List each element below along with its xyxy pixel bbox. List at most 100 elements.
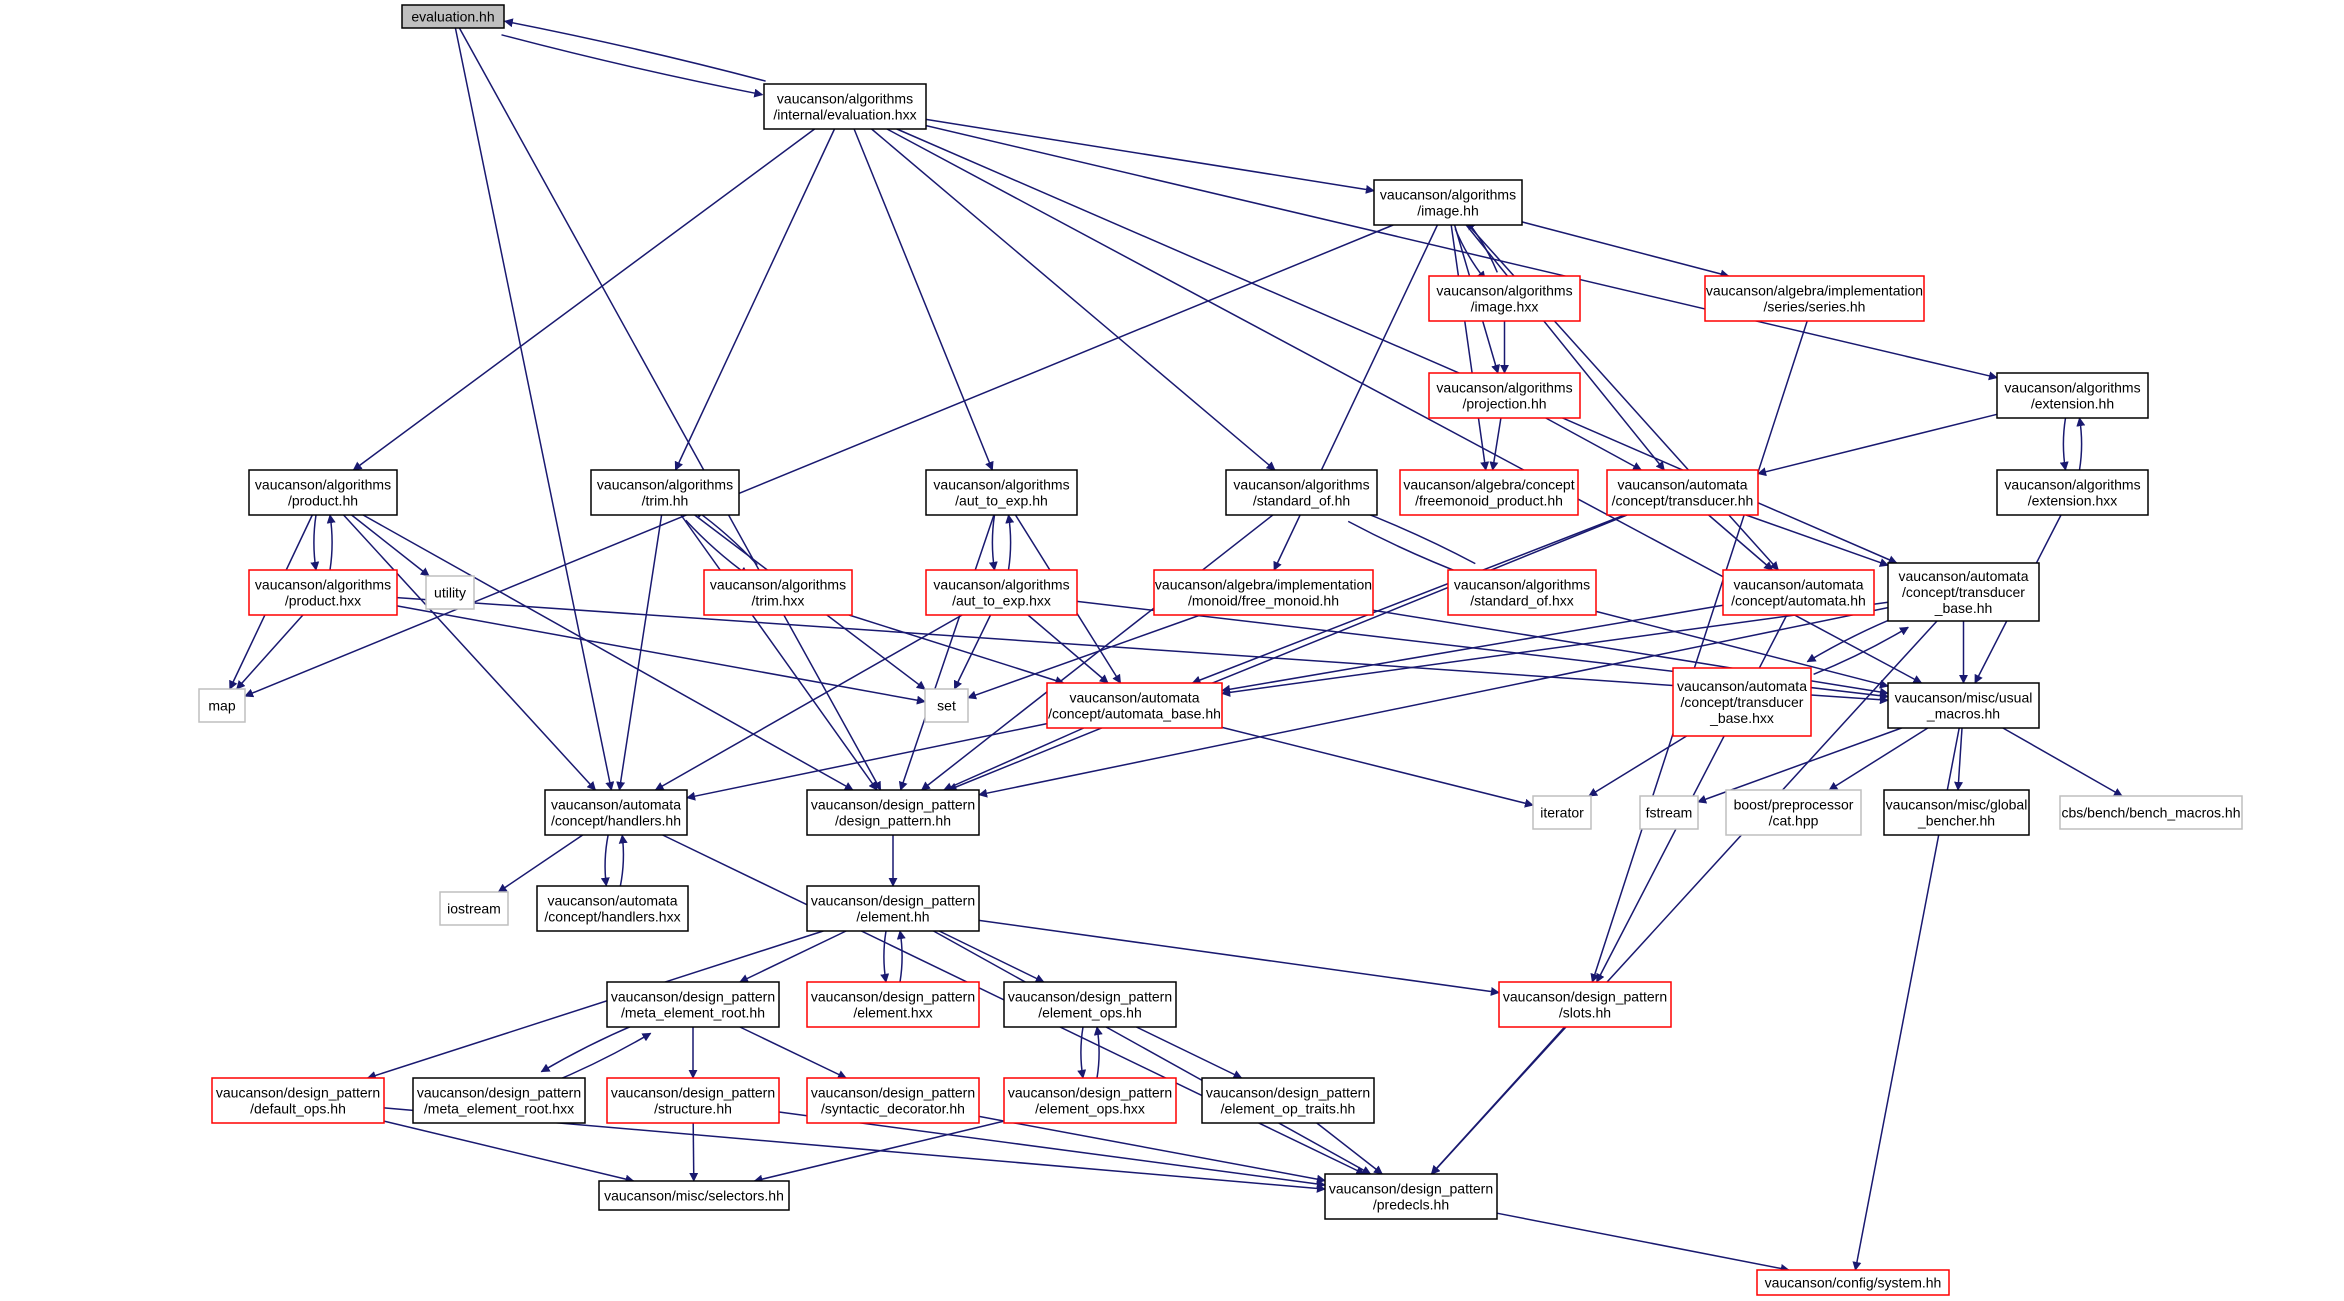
node-transducer-base-hxx[interactable]: vaucanson/automata/concept/transducer_ba… (1672, 667, 1812, 737)
node-handlers-hxx[interactable]: vaucanson/automata/concept/handlers.hxx (536, 885, 689, 932)
node-image-hh[interactable]: vaucanson/algorithms/image.hh (1373, 179, 1523, 226)
node-meta-element-root-hxx[interactable]: vaucanson/design_pattern/meta_element_ro… (412, 1077, 586, 1124)
node-label-line: vaucanson/algorithms (933, 577, 1069, 593)
node-aut-to-exp-hxx[interactable]: vaucanson/algorithms/aut_to_exp.hxx (925, 569, 1078, 616)
node-label-line: /concept/automata.hh (1731, 593, 1866, 609)
node-box (1887, 682, 2040, 729)
node-label-line: vaucanson/config/system.hh (1765, 1275, 1942, 1291)
node-box (703, 569, 853, 616)
node-bench-macros-hh: cbs/bench/bench_macros.hh (2059, 795, 2243, 830)
node-label-line: /slots.hh (1559, 1005, 1611, 1021)
edge-evaluation-hxx-to-extension-hh (925, 124, 1998, 381)
node-label-line: vaucanson/automata (548, 893, 678, 909)
edge-product-hxx-to-usual-macros-hh (396, 596, 1889, 705)
node-element-hh[interactable]: vaucanson/design_pattern/element.hh (806, 885, 980, 932)
node-element-op-traits-hh[interactable]: vaucanson/design_pattern/element_op_trai… (1201, 1077, 1375, 1124)
node-predecls-hh[interactable]: vaucanson/design_pattern/predecls.hh (1324, 1173, 1498, 1220)
node-label-line: vaucanson/design_pattern (811, 893, 975, 909)
node-box (1498, 981, 1672, 1028)
node-automata-hh[interactable]: vaucanson/automata/concept/automata.hh (1722, 569, 1875, 616)
node-default-ops-hh[interactable]: vaucanson/design_pattern/default_ops.hh (211, 1077, 385, 1124)
node-free-monoid-hh[interactable]: vaucanson/algebra/implementation/monoid/… (1153, 569, 1374, 616)
node-label-line: vaucanson/algebra/concept (1403, 477, 1574, 493)
edge-automata-hh-to-automata-base-hh (1221, 604, 1724, 694)
node-design-pattern-hh[interactable]: vaucanson/design_pattern/design_pattern.… (806, 789, 980, 836)
node-element-ops-hxx[interactable]: vaucanson/design_pattern/element_ops.hxx (1003, 1077, 1177, 1124)
node-label-line: /element_op_traits.hh (1221, 1101, 1356, 1117)
node-usual-macros-hh[interactable]: vaucanson/misc/usual_macros.hh (1887, 682, 2040, 729)
node-label-line: /concept/automata_base.hh (1048, 706, 1221, 722)
node-slots-hh[interactable]: vaucanson/design_pattern/slots.hh (1498, 981, 1672, 1028)
node-label-line: vaucanson/algorithms (1454, 577, 1590, 593)
node-meta-element-root-hh[interactable]: vaucanson/design_pattern/meta_element_ro… (606, 981, 780, 1028)
node-box (211, 1077, 385, 1124)
edge-evaluation-hxx-to-trim-hh (674, 128, 836, 471)
edge-image-hh-to-automata-hh (1467, 224, 1779, 571)
node-iterator: iterator (1532, 795, 1592, 830)
node-extension-hxx[interactable]: vaucanson/algorithms/extension.hxx (1996, 469, 2149, 516)
edge-image-hh-to-freemonoid-product-hh (1450, 224, 1490, 471)
node-label-line: _base.hxx (1709, 710, 1774, 726)
node-box (606, 1077, 780, 1124)
node-label-line: vaucanson/automata (1677, 678, 1807, 694)
edge-evaluation-hh-to-handlers-hh (454, 27, 615, 791)
node-label-line: _macros.hh (1926, 706, 2000, 722)
node-box (806, 885, 980, 932)
node-label-line: /meta_element_root.hxx (424, 1101, 574, 1117)
node-label-line: vaucanson/design_pattern (216, 1085, 380, 1101)
node-freemonoid-product-hh[interactable]: vaucanson/algebra/concept/freemonoid_pro… (1399, 469, 1579, 516)
node-box (544, 789, 688, 836)
node-extension-hh[interactable]: vaucanson/algorithms/extension.hh (1996, 372, 2149, 419)
node-element-hxx[interactable]: vaucanson/design_pattern/element.hxx (806, 981, 980, 1028)
node-label-line: /element.hh (856, 909, 929, 925)
node-series-hh[interactable]: vaucanson/algebra/implementation/series/… (1704, 275, 1925, 322)
edge-element-hxx-to-element-hh (896, 930, 906, 983)
edge-product-hh-to-utility (351, 514, 430, 577)
node-syntactic-decorator-hh[interactable]: vaucanson/design_pattern/syntactic_decor… (806, 1077, 980, 1124)
node-trim-hh[interactable]: vaucanson/algorithms/trim.hh (590, 469, 740, 516)
edge-evaluation-hxx-to-aut-to-exp-hh (853, 128, 994, 471)
node-selectors-hh[interactable]: vaucanson/misc/selectors.hh (598, 1180, 790, 1211)
node-label-line: vaucanson/automata (1070, 690, 1200, 706)
node-label-line: boost/preprocessor (1734, 797, 1854, 813)
node-image-hxx[interactable]: vaucanson/algorithms/image.hxx (1428, 275, 1581, 322)
node-label-line: /trim.hh (642, 493, 689, 509)
node-trim-hxx[interactable]: vaucanson/algorithms/trim.hxx (703, 569, 853, 616)
node-aut-to-exp-hh[interactable]: vaucanson/algorithms/aut_to_exp.hh (925, 469, 1078, 516)
node-automata-base-hh[interactable]: vaucanson/automata/concept/automata_base… (1046, 682, 1223, 729)
edge-handlers-hh-to-iostream (497, 834, 584, 893)
node-structure-hh[interactable]: vaucanson/design_pattern/structure.hh (606, 1077, 780, 1124)
node-system-hh[interactable]: vaucanson/config/system.hh (1756, 1269, 1950, 1296)
node-product-hxx[interactable]: vaucanson/algorithms/product.hxx (248, 569, 398, 616)
edge-meta-element-root-hh-to-syntactic-decorator-hh (739, 1026, 847, 1079)
node-evaluation-hxx[interactable]: vaucanson/algorithms/internal/evaluation… (763, 83, 927, 130)
node-label-line: evaluation.hh (411, 9, 494, 25)
node-box (1428, 372, 1581, 419)
node-label-line: /concept/handlers.hh (551, 813, 681, 829)
node-standard-of-hxx[interactable]: vaucanson/algorithms/standard_of.hxx (1447, 569, 1597, 616)
node-box (1532, 795, 1592, 830)
edge-slots-hh-to-predecls-hh (1430, 1026, 1566, 1175)
node-evaluation-hh[interactable]: evaluation.hh (401, 4, 505, 29)
node-label-line: vaucanson/design_pattern (611, 1085, 775, 1101)
node-box (1447, 569, 1597, 616)
node-element-ops-hh[interactable]: vaucanson/design_pattern/element_ops.hh (1003, 981, 1177, 1028)
node-handlers-hh[interactable]: vaucanson/automata/concept/handlers.hh (544, 789, 688, 836)
edge-transducer-base-hxx-to-iterator (1588, 735, 1687, 797)
node-projection-hh[interactable]: vaucanson/algorithms/projection.hh (1428, 372, 1581, 419)
edge-transducer-base-hxx-to-transducer-base-hh (1813, 626, 1909, 675)
node-label-line: /product.hh (288, 493, 358, 509)
node-product-hh[interactable]: vaucanson/algorithms/product.hh (248, 469, 398, 516)
node-standard-of-hh[interactable]: vaucanson/algorithms/standard_of.hh (1225, 469, 1378, 516)
node-global-bencher-hh[interactable]: vaucanson/misc/global_bencher.hh (1883, 789, 2030, 836)
node-label-line: /extension.hxx (2028, 493, 2118, 509)
node-box (1996, 372, 2149, 419)
node-label-line: vaucanson/algebra/implementation (1155, 577, 1372, 593)
node-label-line: vaucanson/design_pattern (1503, 989, 1667, 1005)
node-map: map (198, 688, 246, 723)
node-label-line: map (208, 698, 235, 714)
node-box (1046, 682, 1223, 729)
node-transducer-base-hh[interactable]: vaucanson/automata/concept/transducer_ba… (1887, 562, 2040, 622)
node-transducer-hh[interactable]: vaucanson/automata/concept/transducer.hh (1606, 469, 1759, 516)
node-label-line: vaucanson/algorithms (255, 577, 391, 593)
